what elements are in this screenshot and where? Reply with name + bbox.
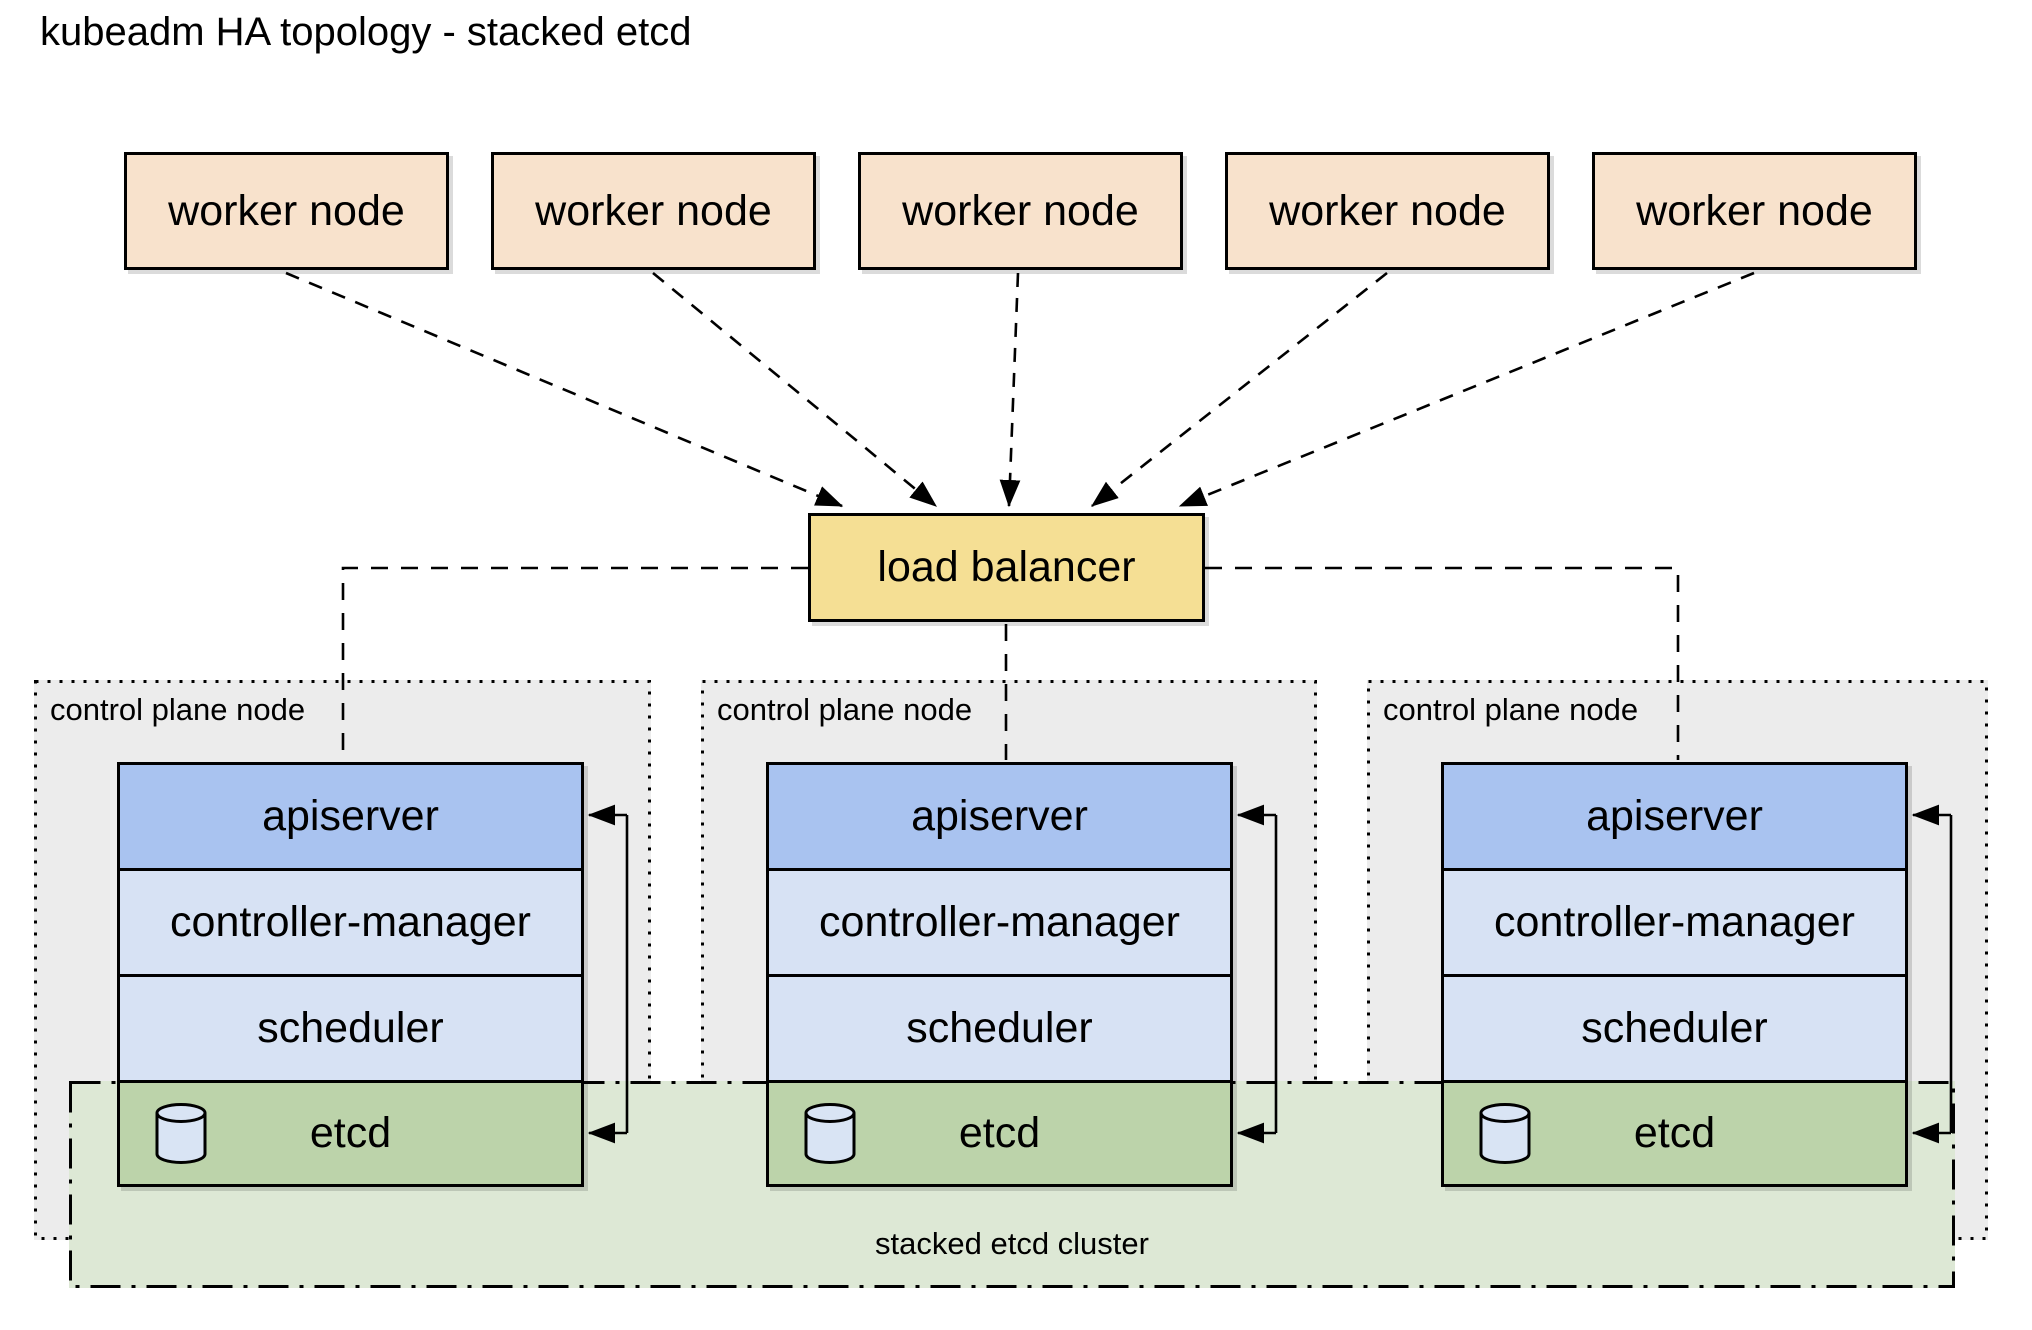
load-balancer: load balancer	[808, 513, 1205, 622]
apiserver-box: apiserver	[120, 765, 581, 871]
edge-worker2-lb	[652, 271, 938, 508]
edge-worker5-lb	[1178, 271, 1755, 508]
database-cylinder-icon	[1479, 1102, 1531, 1164]
control-plane-label: control plane node	[50, 692, 306, 727]
database-cylinder-icon	[155, 1102, 207, 1164]
apiserver-label: apiserver	[262, 792, 439, 840]
etcd-label: etcd	[958, 1109, 1041, 1157]
stack-control-plane-2: apiserver controller-manager scheduler e…	[766, 762, 1233, 1187]
stack-control-plane-1: apiserver controller-manager scheduler e…	[117, 762, 584, 1187]
etcd-label: etcd	[1633, 1109, 1716, 1157]
controller-manager-label: controller-manager	[819, 898, 1180, 946]
controller-manager-label: controller-manager	[170, 898, 531, 946]
edge-worker1-lb	[285, 271, 844, 508]
controller-manager-box: controller-manager	[769, 871, 1230, 977]
worker-node-3: worker node	[858, 152, 1183, 270]
controller-manager-box: controller-manager	[1444, 871, 1905, 977]
etcd-box: etcd	[120, 1083, 581, 1184]
worker-node-2: worker node	[491, 152, 816, 270]
stacked-etcd-cluster-label: stacked etcd cluster	[875, 1226, 1149, 1261]
worker-node-4: worker node	[1225, 152, 1550, 270]
control-plane-label: control plane node	[1383, 692, 1639, 727]
load-balancer-label: load balancer	[877, 543, 1136, 591]
etcd-label: etcd	[309, 1109, 392, 1157]
control-plane-label: control plane node	[717, 692, 973, 727]
scheduler-label: scheduler	[1581, 1004, 1768, 1052]
worker-node-label: worker node	[535, 186, 772, 235]
etcd-box: etcd	[769, 1083, 1230, 1184]
database-cylinder-icon	[804, 1102, 856, 1164]
edge-worker3-lb	[999, 272, 1021, 508]
scheduler-box: scheduler	[769, 977, 1230, 1083]
worker-node-1: worker node	[124, 152, 449, 270]
etcd-box: etcd	[1444, 1083, 1905, 1184]
scheduler-label: scheduler	[257, 1004, 444, 1052]
worker-node-label: worker node	[902, 186, 1139, 235]
apiserver-box: apiserver	[769, 765, 1230, 871]
scheduler-box: scheduler	[1444, 977, 1905, 1083]
controller-manager-label: controller-manager	[1494, 898, 1855, 946]
edge-worker4-lb	[1090, 271, 1388, 508]
worker-node-label: worker node	[1636, 186, 1873, 235]
scheduler-box: scheduler	[120, 977, 581, 1083]
stack-control-plane-3: apiserver controller-manager scheduler e…	[1441, 762, 1908, 1187]
worker-node-label: worker node	[1269, 186, 1506, 235]
scheduler-label: scheduler	[906, 1004, 1093, 1052]
worker-node-label: worker node	[168, 186, 405, 235]
diagram-title: kubeadm HA topology - stacked etcd	[40, 10, 692, 54]
apiserver-box: apiserver	[1444, 765, 1905, 871]
apiserver-label: apiserver	[911, 792, 1088, 840]
worker-node-5: worker node	[1592, 152, 1917, 270]
apiserver-label: apiserver	[1586, 792, 1763, 840]
controller-manager-box: controller-manager	[120, 871, 581, 977]
